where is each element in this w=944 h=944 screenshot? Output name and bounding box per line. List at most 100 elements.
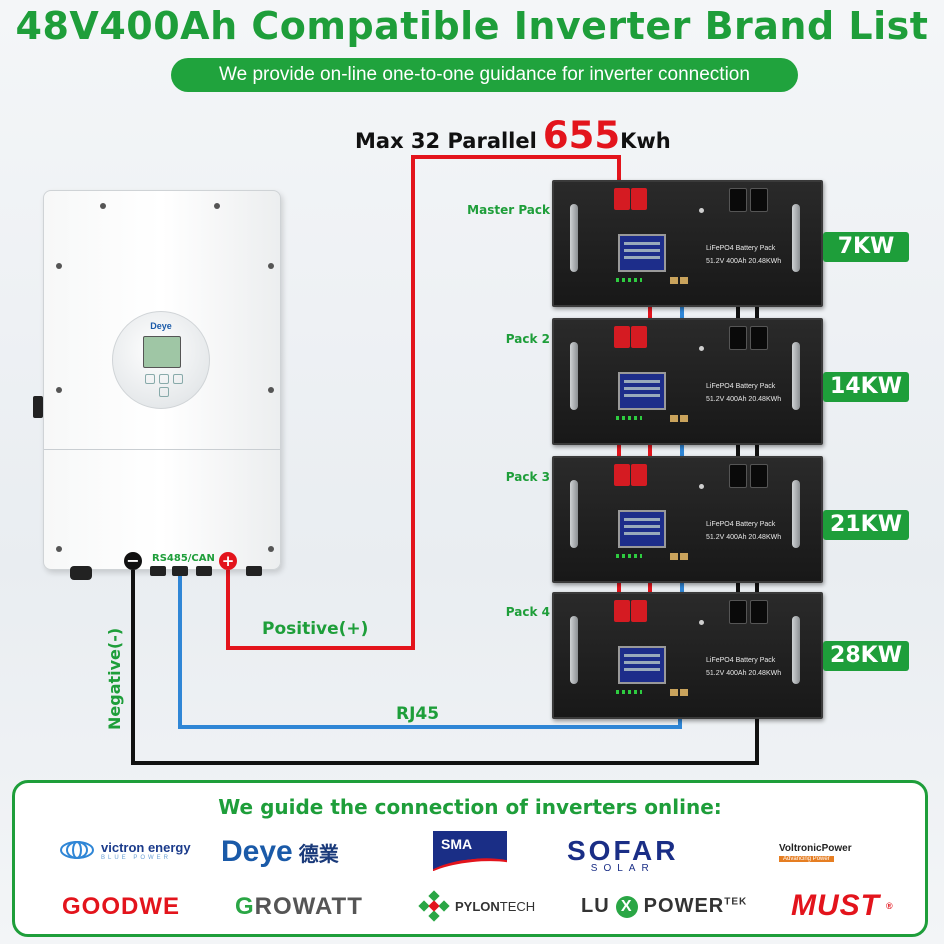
power-badge-2: 14KW — [823, 372, 909, 402]
positive-wire — [226, 155, 621, 650]
pack-handle — [792, 204, 800, 272]
deye-name: Deye — [221, 835, 293, 868]
sofar-tagline: SOLAR — [590, 863, 655, 874]
negative-wire-label: Negative(-) — [105, 627, 124, 730]
positive-wire-label: Positive(+) — [262, 619, 369, 639]
deye-cn-name: 德業 — [298, 841, 339, 866]
rj45-port — [680, 415, 688, 422]
screw — [56, 387, 62, 393]
parallel-prefix: Max 32 Parallel — [355, 129, 537, 153]
negative-terminal — [729, 600, 747, 624]
growatt-logo: GROWATT — [235, 893, 363, 921]
inverter-port — [172, 566, 188, 576]
pack-handle — [570, 616, 578, 684]
parallel-unit: Kwh — [620, 129, 671, 153]
rj45-port — [670, 277, 678, 284]
pack-switch[interactable] — [699, 346, 704, 351]
negative-terminal — [729, 326, 747, 350]
pack-leds — [616, 690, 642, 694]
positive-terminal — [631, 326, 647, 348]
pack-switch[interactable] — [699, 620, 704, 625]
pylontech-logo: PYLONTECH — [418, 890, 536, 922]
pack-leds — [616, 416, 642, 420]
pack-handle — [792, 342, 800, 410]
pack-display — [618, 234, 666, 272]
inverter-side-switch[interactable] — [33, 396, 43, 418]
positive-terminal — [614, 326, 630, 348]
power-badge-master: 7KW — [823, 232, 909, 262]
voltronic-tagline: Advancing Power — [779, 856, 834, 862]
negative-terminal — [750, 326, 768, 350]
inverter-port — [150, 566, 166, 576]
pack-name-2: Pack 2 — [505, 332, 550, 346]
pylontech-first: PYLON — [455, 898, 500, 914]
subtitle-banner: We provide on-line one-to-one guidance f… — [171, 58, 798, 92]
positive-terminal — [631, 464, 647, 486]
screw — [268, 387, 274, 393]
voltronic-logo: VoltronicPower Advancing Power — [779, 843, 852, 862]
sma-name: SMA — [441, 836, 473, 852]
sofar-name: SOFAR — [567, 835, 679, 866]
inverter-display — [143, 336, 181, 368]
pack-handle — [570, 342, 578, 410]
pack-switch[interactable] — [699, 484, 704, 489]
growatt-first-letter: G — [235, 893, 255, 920]
inverter-positive-terminal: + — [219, 552, 237, 570]
victron-name: victron energy — [101, 839, 191, 855]
brands-heading: We guide the connection of inverters onl… — [218, 795, 722, 819]
goodwe-logo: GOODWE — [62, 893, 180, 920]
positive-terminal — [631, 188, 647, 210]
luxpower-first: LU — [581, 895, 610, 917]
inverter-negative-terminal: − — [124, 552, 142, 570]
page-title: 48V400Ah Compatible Inverter Brand List — [15, 4, 929, 48]
positive-terminal — [631, 600, 647, 622]
positive-terminal — [614, 464, 630, 486]
pack-leds — [616, 554, 642, 558]
pack-name-3: Pack 3 — [505, 470, 550, 484]
rj45-wire-label: RJ45 — [396, 704, 440, 724]
pack-display — [618, 510, 666, 548]
power-badge-3: 21KW — [823, 510, 909, 540]
parallel-value: 655 — [542, 114, 621, 157]
pylontech-rest: TECH — [499, 898, 536, 914]
voltronic-name: VoltronicPower — [779, 843, 852, 854]
inverter-button[interactable] — [159, 374, 169, 384]
luxpower-sup: TEK — [724, 896, 748, 908]
rj45-port — [680, 689, 688, 696]
must-registered: ® — [886, 901, 894, 911]
pack-handle — [792, 480, 800, 548]
power-badge-4: 28KW — [823, 641, 909, 671]
parallel-capacity: Max 32 Parallel 655 Kwh — [355, 114, 671, 157]
inverter-button[interactable] — [145, 374, 155, 384]
screw — [214, 203, 220, 209]
screw — [56, 263, 62, 269]
screw — [268, 546, 274, 552]
pack-name-master: Master Pack — [467, 203, 550, 217]
inverter-button[interactable] — [173, 374, 183, 384]
inverter-port — [196, 566, 212, 576]
pack-display — [618, 646, 666, 684]
rj45-port — [670, 553, 678, 560]
pack-leds — [616, 278, 642, 282]
screw — [100, 203, 106, 209]
sma-logo: SMA — [433, 831, 507, 871]
negative-terminal — [729, 188, 747, 212]
rj45-port — [670, 415, 678, 422]
pack-switch[interactable] — [699, 208, 704, 213]
positive-terminal — [614, 188, 630, 210]
inverter-brands-panel: We guide the connection of inverters onl… — [12, 780, 928, 937]
inverter-port — [246, 566, 262, 576]
pack-display — [618, 372, 666, 410]
negative-terminal — [750, 188, 768, 212]
victron-tagline: BLUE POWER — [101, 854, 172, 861]
inverter-button[interactable] — [159, 387, 169, 397]
rs485-can-label: RS485/CAN — [152, 553, 215, 564]
